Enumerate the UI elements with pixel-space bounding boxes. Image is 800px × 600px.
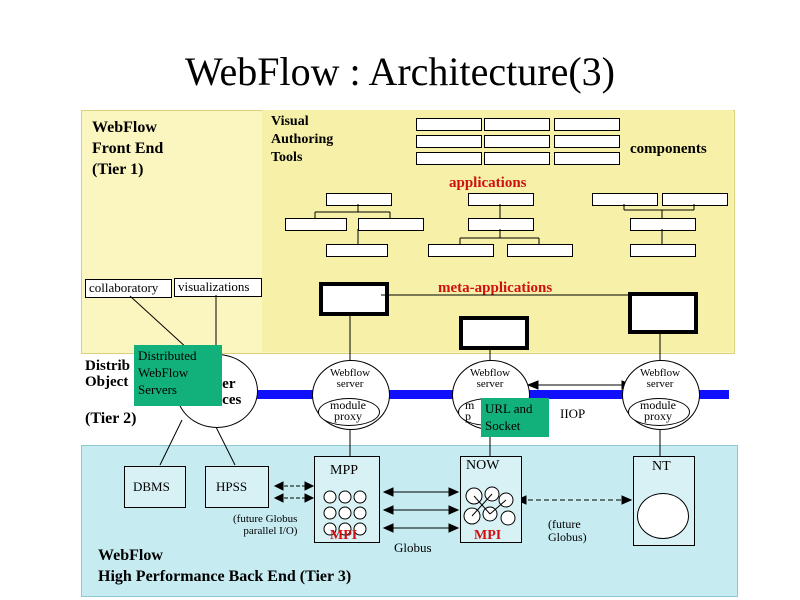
components-label: components bbox=[630, 141, 707, 157]
component-box bbox=[416, 118, 482, 131]
app-node bbox=[592, 193, 658, 206]
visualizations-label: visualizations bbox=[178, 279, 250, 294]
future-globus-parallel-label: (future Globus parallel I/O) bbox=[233, 513, 298, 537]
meta-applications-label: meta-applications bbox=[438, 280, 553, 296]
page-title: WebFlow : Architecture(3) bbox=[185, 49, 615, 94]
globus-label: Globus bbox=[394, 540, 432, 555]
url-socket-callout: URL and Socket bbox=[481, 398, 549, 437]
module-proxy-label: module proxy bbox=[330, 398, 366, 423]
dbms-label: DBMS bbox=[133, 479, 170, 494]
module-proxy bbox=[318, 398, 380, 426]
visualizations-box bbox=[174, 278, 262, 297]
hpss-box bbox=[205, 466, 269, 508]
now-cluster-icon bbox=[463, 486, 516, 526]
component-box bbox=[554, 152, 620, 165]
iiop-label: IIOP bbox=[560, 406, 586, 421]
meta-app-box bbox=[319, 282, 389, 316]
app-node bbox=[468, 193, 534, 206]
tier2-label: (Tier 2) bbox=[85, 410, 137, 427]
meta-app-box bbox=[628, 292, 698, 334]
mpi-label-2: MPI bbox=[474, 528, 502, 543]
module-proxy bbox=[628, 398, 690, 426]
component-box bbox=[484, 118, 550, 131]
meta-app-box bbox=[459, 316, 529, 350]
now-label: NOW bbox=[466, 458, 500, 473]
app-node bbox=[358, 218, 424, 231]
mpi-label: MPI bbox=[330, 528, 358, 543]
server-label: Webflow server bbox=[469, 367, 511, 390]
app-node bbox=[326, 193, 392, 206]
collaboratory-label: collaboratory bbox=[89, 280, 159, 295]
component-box bbox=[554, 135, 620, 148]
tier3-back-end-region bbox=[81, 445, 738, 597]
future-globus-label: (future Globus) bbox=[548, 517, 587, 544]
module-proxy-label: module proxy bbox=[640, 398, 676, 423]
distributed-servers-callout: Distributed WebFlow Servers bbox=[134, 345, 222, 406]
app-node bbox=[428, 244, 494, 257]
app-node bbox=[630, 218, 696, 231]
app-node bbox=[507, 244, 573, 257]
app-node bbox=[285, 218, 347, 231]
server-label: Webflow server bbox=[639, 367, 681, 390]
dbms-box bbox=[124, 466, 186, 508]
component-box bbox=[484, 135, 550, 148]
component-box bbox=[484, 152, 550, 165]
component-box bbox=[416, 152, 482, 165]
mpp-label: MPP bbox=[330, 463, 359, 478]
collaboratory-box bbox=[85, 279, 172, 298]
app-node bbox=[662, 193, 728, 206]
component-box bbox=[416, 135, 482, 148]
server-label: Webflow server bbox=[329, 367, 371, 390]
applications-label: applications bbox=[449, 175, 527, 191]
nt-machine-icon bbox=[637, 493, 689, 539]
app-node bbox=[630, 244, 696, 257]
app-node bbox=[326, 244, 388, 257]
mpp-processors-icon bbox=[323, 490, 367, 536]
app-node bbox=[468, 218, 534, 231]
hpss-label: HPSS bbox=[216, 479, 248, 494]
component-box bbox=[554, 118, 620, 131]
nt-label: NT bbox=[652, 459, 671, 474]
